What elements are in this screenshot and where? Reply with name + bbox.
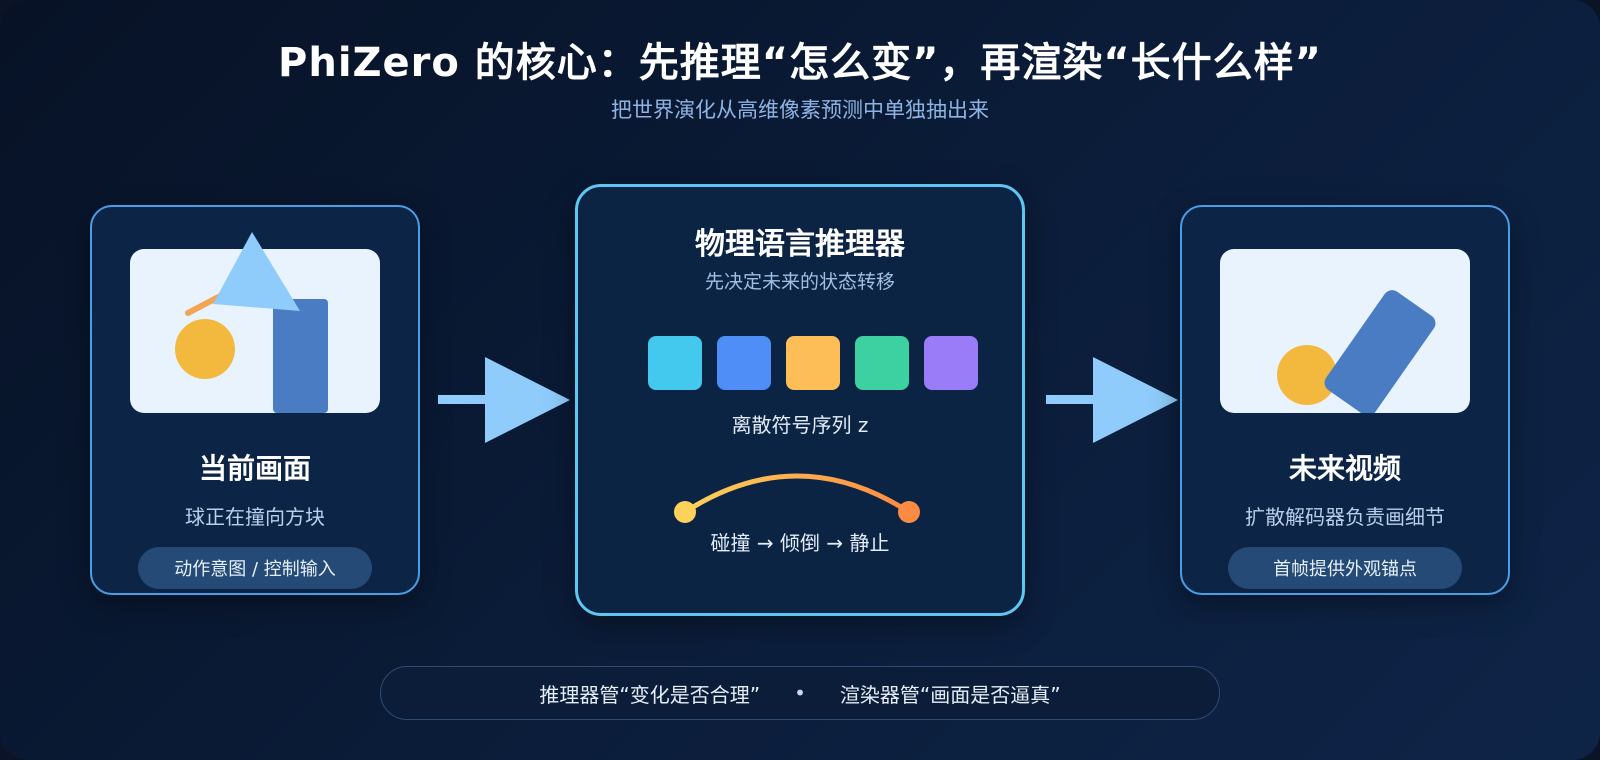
arrow-to-renderer-icon (1046, 357, 1178, 443)
current-frame-illustration (175, 232, 328, 413)
reasoner-subtitle: 先决定未来的状态转移 (704, 271, 895, 293)
block-shape (273, 299, 328, 413)
first-frame-anchor-pill: 首帧提供外观锚点 (1228, 547, 1462, 589)
page-title: PhiZero 的核心：先推理“怎么变”，再渲染“长什么样” (278, 40, 1322, 86)
current-frame-description: 球正在撞向方块 (185, 505, 325, 529)
physics-reasoner-card: 物理语言推理器 先决定未来的状态转移 离散符号序列 z 碰撞 → 倾倒 → 静止 (575, 184, 1025, 616)
token-5 (924, 336, 978, 390)
future-video-label: 未来视频 (1288, 452, 1401, 485)
footer-reasoner-text: 推理器管“变化是否合理” (539, 682, 761, 707)
footer-separator: • (794, 681, 806, 705)
future-video-scene (1220, 249, 1470, 413)
token-2 (717, 336, 771, 390)
current-frame-scene (130, 232, 380, 413)
token-4 (855, 336, 909, 390)
page-subtitle: 把世界演化从高维像素预测中单独抽出来 (611, 98, 989, 122)
future-video-illustration (1277, 290, 1436, 413)
token-3 (786, 336, 840, 390)
transition-arc-icon (674, 473, 920, 523)
ball-shape (175, 319, 235, 379)
footer-summary: 推理器管“变化是否合理” • 渲染器管“画面是否逼真” (380, 666, 1220, 720)
footer-renderer-text: 渲染器管“画面是否逼真” (839, 682, 1061, 707)
future-video-card: 未来视频 扩散解码器负责画细节 首帧提供外观锚点 (1180, 205, 1510, 595)
triangle-shape (213, 232, 300, 311)
arrow-to-reasoner-icon (438, 357, 570, 443)
current-frame-label: 当前画面 (198, 452, 311, 485)
future-video-description: 扩散解码器负责画细节 (1245, 505, 1445, 529)
ball-shape (1277, 345, 1337, 405)
action-intent-pill: 动作意图 / 控制输入 (138, 547, 372, 589)
state-transition-text: 碰撞 → 倾倒 → 静止 (710, 531, 890, 555)
reasoner-title: 物理语言推理器 (695, 227, 905, 262)
current-frame-card: 当前画面 球正在撞向方块 动作意图 / 控制输入 (90, 205, 420, 595)
token-1 (648, 336, 702, 390)
tilted-block-shape (1324, 290, 1436, 413)
sequence-label: 离散符号序列 z (731, 413, 869, 437)
token-sequence (648, 336, 978, 390)
